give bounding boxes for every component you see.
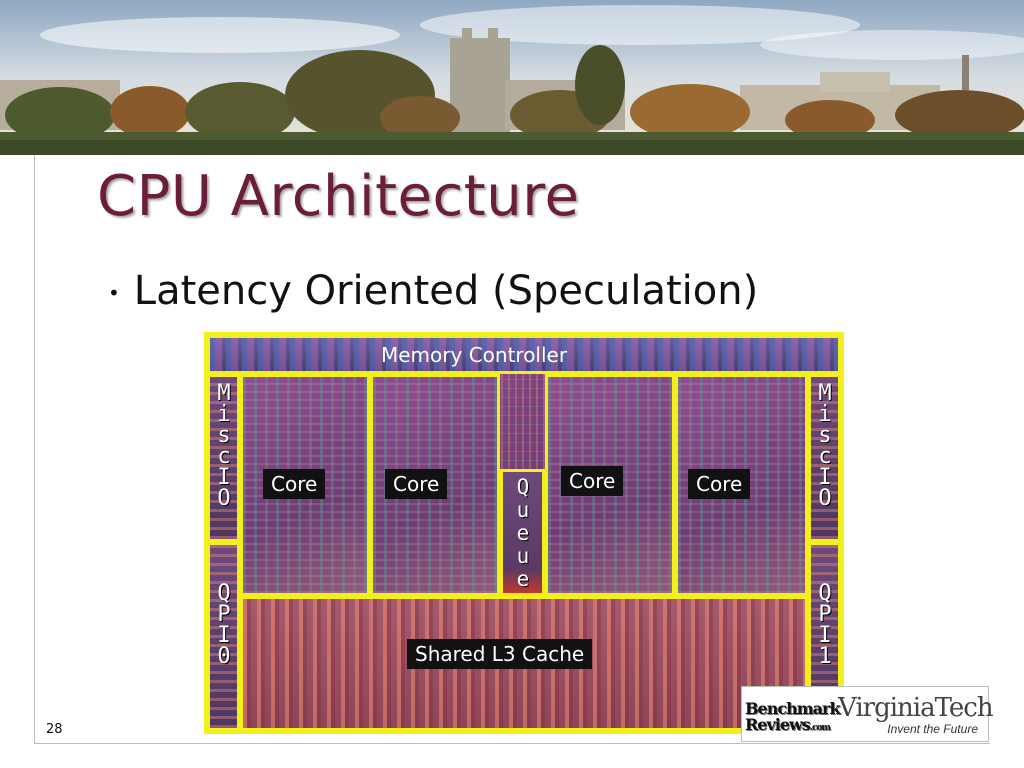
slide-frame-left-line (34, 155, 35, 743)
core-label-2: Core (385, 469, 448, 499)
footer-logos: Benchmark Reviews.com VirginiaTech Inven… (741, 686, 994, 742)
bullet-dot-icon: • (108, 281, 120, 305)
shared-l3-cache-label: Shared L3 Cache (407, 639, 593, 669)
core-block-3: Core (545, 374, 675, 596)
core-label-4: Core (688, 469, 751, 499)
header-banner-image (0, 0, 1024, 155)
benchmark-reviews-logo: Benchmark Reviews.com (745, 701, 841, 737)
misc-io-right-label: MiscIO (818, 381, 832, 511)
virginia-tech-tagline: Invent the Future (887, 722, 978, 736)
misc-io-left-block: MiscIO (207, 374, 240, 542)
bullet-item: • Latency Oriented (Speculation) (108, 268, 758, 314)
page-number: 28 (46, 722, 63, 737)
core-label-3: Core (561, 466, 624, 496)
shared-l3-cache-block: Shared L3 Cache (240, 596, 808, 731)
slide-title: CPU Architecture (97, 164, 580, 229)
qpi-left-block: QPI0 (207, 542, 240, 731)
benchmark-reviews-line2-text: Reviews (745, 715, 811, 734)
queue-block: Queue (500, 469, 545, 596)
virginia-tech-logo: VirginiaTech (838, 693, 994, 723)
queue-label: Queue (516, 475, 530, 591)
misc-io-left-label: MiscIO (217, 381, 231, 511)
qpi-left-label: QPI0 (217, 581, 231, 669)
core-block-1: Core (240, 374, 370, 596)
campus-photo (0, 0, 1024, 155)
memory-controller-block: Memory Controller (207, 335, 841, 374)
benchmark-reviews-line2: Reviews.com (745, 717, 841, 736)
slide-frame-bottom-line (34, 743, 990, 744)
cpu-die-image: Memory Controller MiscIO QPI0 MiscIO QPI… (204, 332, 844, 734)
memory-controller-label: Memory Controller (381, 343, 568, 367)
core-block-4: Core (675, 374, 808, 596)
bullet-text: Latency Oriented (Speculation) (133, 268, 759, 314)
benchmark-reviews-line1: Benchmark (745, 699, 841, 718)
misc-io-right-block: MiscIO (808, 374, 841, 542)
benchmark-reviews-suffix: .com (809, 723, 831, 733)
qpi-right-label: QPI1 (818, 581, 832, 669)
core-label-1: Core (263, 469, 326, 499)
core-block-2: Core (370, 374, 500, 596)
